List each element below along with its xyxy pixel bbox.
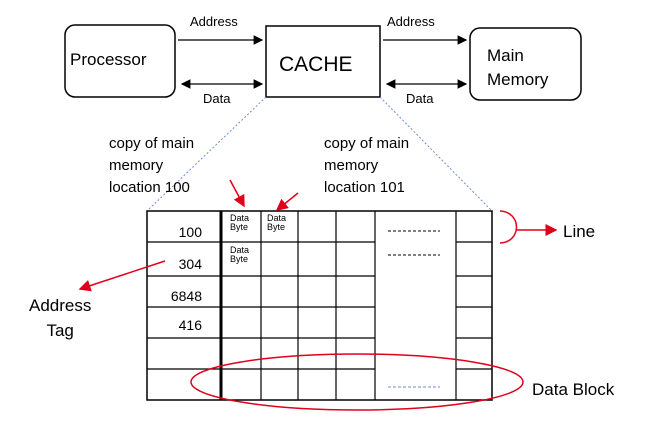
processor-box — [64, 24, 176, 98]
line-label: Line — [563, 222, 596, 241]
address-left-label: Address — [190, 14, 238, 29]
tag-row-3: 6848 — [170, 288, 202, 304]
copy-100-arrow — [229, 179, 245, 208]
copy-101-arrow — [275, 192, 299, 211]
main-memory-box — [469, 27, 582, 101]
data-byte-cell-3: Data Byte — [230, 245, 250, 264]
data-right-label: Data — [406, 91, 434, 106]
address-right-label: Address — [387, 14, 435, 29]
copy-100-note: copy of main memory location 100 — [109, 135, 195, 196]
cache-label: CACHE — [279, 53, 353, 76]
tag-row-4: 416 — [178, 317, 202, 333]
zoom-line-right — [379, 96, 493, 212]
zoom-line-left — [146, 96, 267, 212]
data-block-ellipse — [190, 353, 524, 411]
copy-101-note: copy of main memory location 101 — [324, 135, 410, 196]
main-memory-label: Main Memory — [487, 46, 549, 89]
tag-row-1: 100 — [178, 224, 202, 240]
address-tag-label: Address Tag — [29, 296, 92, 340]
cache-box — [265, 25, 381, 98]
tag-row-2: 304 — [178, 256, 202, 272]
data-left-label: Data — [203, 91, 231, 106]
data-byte-cell-2: Data Byte — [267, 213, 287, 232]
data-block-label: Data Block — [532, 380, 615, 399]
line-bracket — [499, 210, 518, 244]
processor-label: Processor — [70, 50, 147, 69]
data-byte-cell-1: Data Byte — [230, 213, 250, 232]
address-tag-arrow — [78, 260, 166, 292]
cache-table — [146, 210, 493, 401]
